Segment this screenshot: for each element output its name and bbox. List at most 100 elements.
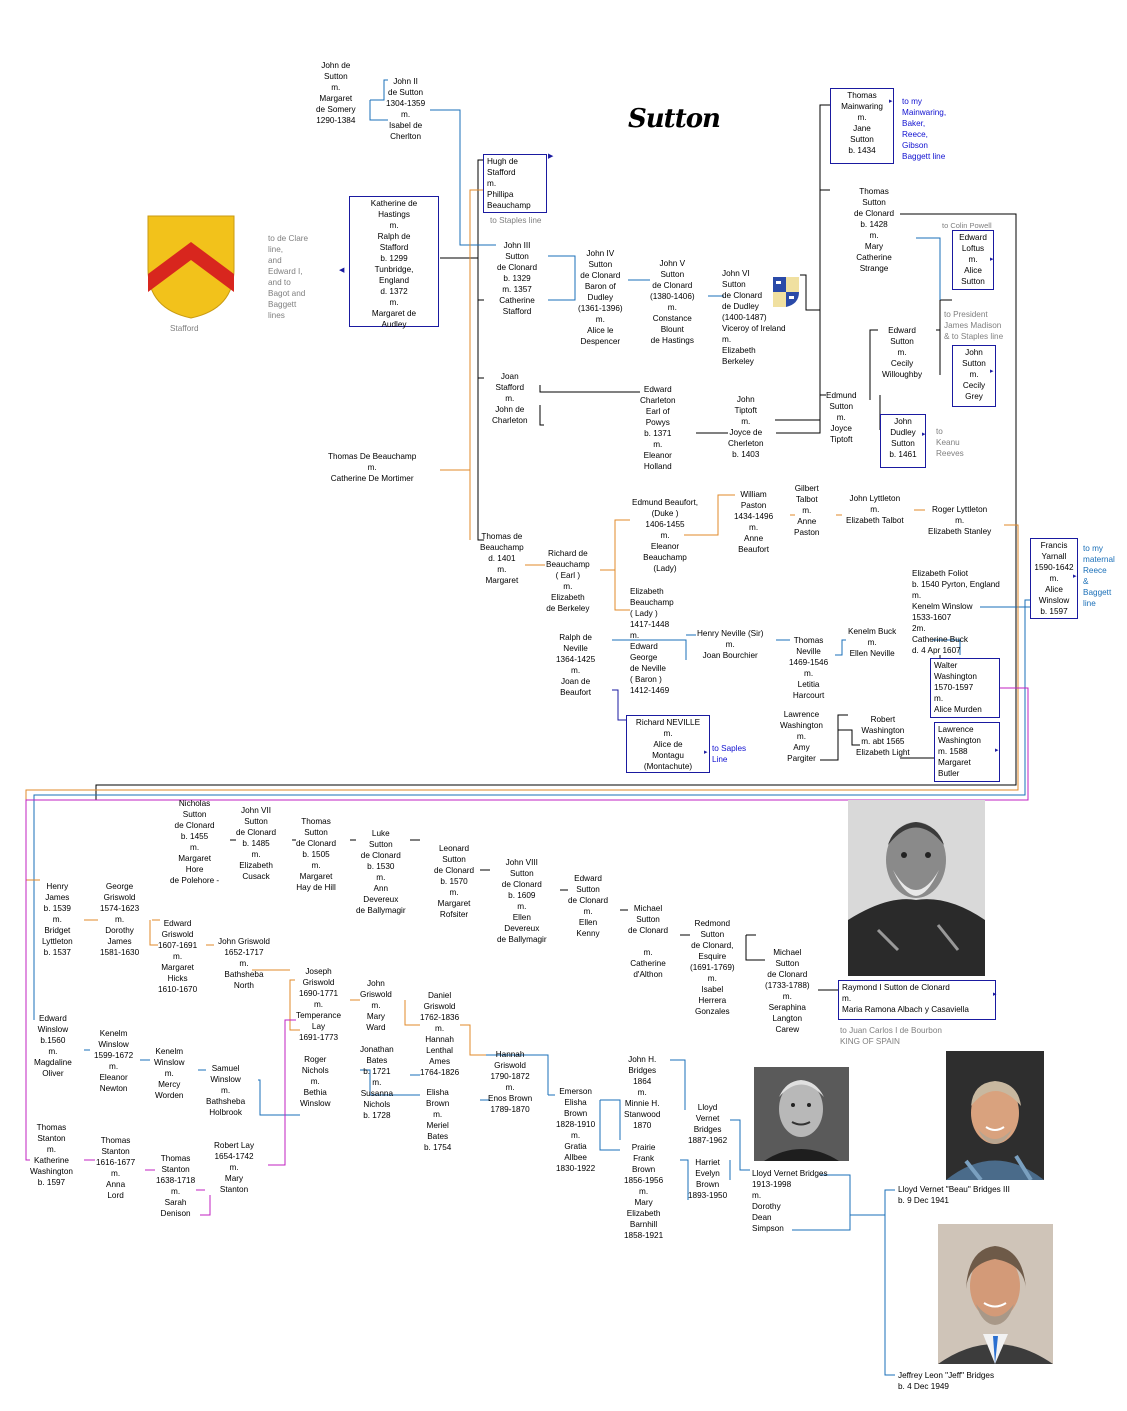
- person-richard-de-beauchamp: Richard de Beauchamp ( Earl ) m. Elizabe…: [546, 549, 590, 613]
- person-thomas-sutton: Thomas Sutton de Clonard b. 1428 m. Mary…: [854, 187, 895, 273]
- person-joan-stafford: Joan Stafford m. John de Charleton: [492, 372, 528, 425]
- arrow-right-icon[interactable]: ▸: [1073, 573, 1077, 580]
- note-james-madison[interactable]: to President James Madison & to Staples …: [944, 310, 1004, 341]
- person-lloyd-bridges-1913: Lloyd Vernet Bridges 1913-1998 m. Doroth…: [752, 1169, 828, 1233]
- person-edmund-beaufort: Edmund Beaufort, (Duke ) 1406-1455 m. El…: [632, 498, 698, 573]
- person-hannah-griswold: Hannah Griswold 1790-1872 m. Enos Brown …: [488, 1050, 533, 1114]
- person-kenelm-winslow-mercy: Kenelm Winslow m. Mercy Worden: [154, 1047, 185, 1100]
- arrow-right-icon[interactable]: ▸: [922, 431, 926, 438]
- arrow-right-icon[interactable]: ▸: [990, 368, 994, 375]
- person-john-vi: John VI Sutton de Clonard de Dudley (140…: [722, 269, 786, 366]
- person-thomas-stanton-washington: Thomas Stanton m. Katherine Washington b…: [30, 1123, 73, 1187]
- person-john-viii: John VIII Sutton de Clonard b. 1609 m. E…: [497, 858, 547, 944]
- coat-of-arms-sutton-icon: [773, 277, 799, 307]
- arrow-right-icon[interactable]: ▸: [990, 256, 994, 263]
- page-title: Sutton: [628, 104, 721, 134]
- person-roger-lyttleton: Roger Lyttleton m. Elizabeth Stanley: [928, 505, 992, 536]
- person-francis-yarnall[interactable]: Francis Yarnall 1590-1642 m. Alice Winsl…: [1030, 538, 1078, 619]
- person-robert-lay: Robert Lay 1654-1742 m. Mary Stanton: [214, 1141, 255, 1194]
- person-john-ii: John II de Sutton 1304-1359 m. Isabel de…: [386, 77, 426, 141]
- person-walter-washington[interactable]: Walter Washington 1570-1597 m. Alice Mur…: [930, 658, 1000, 718]
- person-lawrence-washington-butler[interactable]: Lawrence Washington m. 1588 Margaret But…: [934, 722, 1000, 782]
- person-kenelm-buck: Kenelm Buck m. Ellen Neville: [848, 627, 897, 658]
- person-robert-washington: Robert Washington m. abt 1565 Elizabeth …: [856, 715, 910, 757]
- person-hugh-de-stafford[interactable]: Hugh de Stafford m. Phillipa Beauchamp: [483, 154, 547, 213]
- person-thomas-mainwaring[interactable]: Thomas Mainwaring m. Jane Sutton b. 1434: [830, 88, 894, 164]
- person-ralph-de-neville: Ralph de Neville 1364-1425 m. Joan de Be…: [556, 633, 596, 697]
- person-elisha-brown: Elisha Brown m. Meriel Bates b. 1754: [424, 1088, 452, 1152]
- note-staples-line[interactable]: to Staples line: [490, 216, 542, 225]
- link-maternal-line[interactable]: to my maternal Reece & Baggett line: [1083, 544, 1115, 608]
- person-elizabeth-beauchamp: Elizabeth Beauchamp ( Lady ) 1417-1448 m…: [630, 587, 674, 695]
- person-michael-sutton-1733: Michael Sutton de Clonard (1733-1788) m.…: [765, 948, 810, 1034]
- person-edmund-sutton: Edmund Sutton m. Joyce Tiptoft: [826, 391, 857, 444]
- arrow-right-icon[interactable]: ▸: [704, 749, 708, 756]
- person-john-griswold-ward: John Griswold m. Mary Ward: [360, 979, 392, 1032]
- person-katherine-de-hastings[interactable]: Katherine de Hastings m. Ralph de Staffo…: [349, 196, 439, 329]
- shield-caption: Stafford: [170, 324, 199, 333]
- person-elizabeth-foliot: Elizabeth Foliot b. 1540 Pyrton, England…: [912, 569, 1000, 655]
- person-redmond-sutton: Redmond Sutton de Clonard, Esquire (1691…: [690, 919, 735, 1016]
- person-lawrence-washington-amy: Lawrence Washington m. Amy Pargiter: [780, 710, 823, 763]
- arrow-right-icon[interactable]: ▸: [995, 747, 999, 754]
- person-john-vii: John VII Sutton de Clonard b. 1485 m. El…: [236, 806, 277, 881]
- note-to-de-clare[interactable]: to de Clare line, and Edward I, and to B…: [268, 234, 309, 320]
- person-emerson-brown: Emerson Elisha Brown 1828-1910 m. Gratia…: [556, 1087, 596, 1173]
- person-george-griswold: George Griswold 1574-1623 m. Dorothy Jam…: [100, 882, 140, 957]
- person-thomas-sutton-hay: Thomas Sutton de Clonard b. 1505 m. Marg…: [296, 817, 337, 892]
- person-edward-charleton: Edward Charleton Earl of Powys b. 1371 m…: [640, 385, 676, 471]
- person-john-dudley-sutton[interactable]: John Dudley Sutton b. 1461: [880, 414, 926, 468]
- person-luke-sutton: Luke Sutton de Clonard b. 1530 m. Ann De…: [356, 829, 406, 915]
- arrow-right-icon[interactable]: ▶: [548, 153, 554, 160]
- person-leonard-sutton: Leonard Sutton de Clonard b. 1570 m. Mar…: [434, 844, 475, 919]
- person-edward-loftus[interactable]: Edward Loftus m. Alice Sutton: [952, 230, 994, 290]
- person-john-bridges: John H. Bridges 1864 m. Minnie H. Stanwo…: [624, 1055, 661, 1130]
- coat-of-arms-stafford-icon: [147, 215, 235, 319]
- link-saples-line[interactable]: to Saples Line: [712, 744, 747, 764]
- person-john-v: John V Sutton de Clonard (1380-1406) m. …: [650, 259, 695, 345]
- person-lloyd-vernet-bridges-1887: Lloyd Vernet Bridges 1887-1962: [688, 1103, 728, 1145]
- person-daniel-griswold: Daniel Griswold 1762-1836 m. Hannah Lent…: [420, 991, 460, 1077]
- person-beau-bridges: Lloyd Vernet "Beau" Bridges III b. 9 Dec…: [898, 1185, 1010, 1205]
- note-king-of-spain[interactable]: to Juan Carlos I de Bourbon KING OF SPAI…: [840, 1026, 942, 1046]
- person-edward-sutton: Edward Sutton m. Cecily Willoughby: [882, 326, 923, 379]
- note-keanu-reeves[interactable]: to Keanu Reeves: [936, 427, 964, 458]
- person-michael-sutton-althon: Michael Sutton de Clonard m. Catherine d…: [628, 904, 669, 979]
- person-joseph-griswold: Joseph Griswold 1690-1771 m. Temperance …: [296, 967, 342, 1042]
- person-edward-griswold: Edward Griswold 1607-1691 m. Margaret Hi…: [158, 919, 198, 994]
- person-thomas-stanton-1616: Thomas Stanton 1616-1677 m. Anna Lord: [96, 1136, 136, 1200]
- person-nicholas-sutton: Nicholas Sutton de Clonard b. 1455 m. Ma…: [170, 799, 220, 885]
- person-edward-winslow: Edward Winslow b.1560 m. Magdaline Olive…: [34, 1014, 72, 1078]
- person-thomas-de-beauchamp: Thomas de Beauchamp d. 1401 m. Margaret: [480, 532, 524, 585]
- person-gilbert-talbot: Gilbert Talbot m. Anne Paston: [794, 484, 820, 537]
- note-colin-powell[interactable]: to Colin Powell: [942, 221, 992, 230]
- person-john-iii: John III Sutton de Clonard b. 1329 m. 13…: [497, 241, 538, 316]
- portrait-beau-bridges: [946, 1051, 1044, 1180]
- person-william-paston: William Paston 1434-1496 m. Anne Beaufor…: [734, 490, 774, 554]
- portrait-raymond-sutton: [848, 800, 985, 976]
- person-john-de-sutton: John de Sutton m. Margaret de Somery 129…: [316, 61, 356, 125]
- link-mainwaring-line[interactable]: to my Mainwaring, Baker, Reece, Gibson B…: [902, 97, 947, 161]
- person-john-tiptoft: John Tiptoft m. Joyce de Cherleton b. 14…: [728, 395, 764, 459]
- person-john-iv: John IV Sutton de Clonard Baron of Dudle…: [578, 249, 623, 346]
- person-richard-neville[interactable]: Richard NEVILLE m. Alice de Montagu (Mon…: [626, 715, 710, 773]
- arrow-right-icon[interactable]: ▸: [993, 991, 997, 998]
- person-roger-nichols: Roger Nichols m. Bethia Winslow: [300, 1055, 331, 1108]
- arrow-right-icon[interactable]: ▸: [889, 98, 893, 105]
- person-jeff-bridges: Jeffrey Leon "Jeff" Bridges b. 4 Dec 194…: [898, 1371, 995, 1391]
- person-prairie-brown: Prairie Frank Brown 1856-1956 m. Mary El…: [624, 1143, 664, 1240]
- person-harriet-brown: Harriet Evelyn Brown 1893-1950: [688, 1158, 728, 1200]
- person-john-sutton-cecily-grey[interactable]: John Sutton m. Cecily Grey: [952, 345, 996, 407]
- portrait-lloyd-bridges: [754, 1067, 849, 1161]
- person-john-lyttleton: John Lyttleton m. Elizabeth Talbot: [846, 494, 904, 525]
- arrow-left-icon[interactable]: ◀: [339, 267, 345, 274]
- portrait-jeff-bridges: [938, 1224, 1053, 1364]
- person-thomas-stanton-1638: Thomas Stanton 1638-1718 m. Sarah Deniso…: [156, 1154, 196, 1218]
- person-henry-james: Henry James b. 1539 m. Bridget Lyttleton…: [42, 882, 73, 957]
- person-jonathan-bates: Jonathan Bates b. 1721 m. Susanna Nichol…: [360, 1045, 394, 1120]
- person-edward-sutton-kenny: Edward Sutton de Clonard m. Ellen Kenny: [568, 874, 609, 938]
- person-samuel-winslow: Samuel Winslow m. Bathsheba Holbrook: [206, 1064, 246, 1117]
- person-raymond-sutton[interactable]: Raymond I Sutton de Clonard m. Maria Ram…: [838, 980, 996, 1020]
- person-kenelm-winslow-1599: Kenelm Winslow 1599-1672 m. Eleanor Newt…: [94, 1029, 134, 1093]
